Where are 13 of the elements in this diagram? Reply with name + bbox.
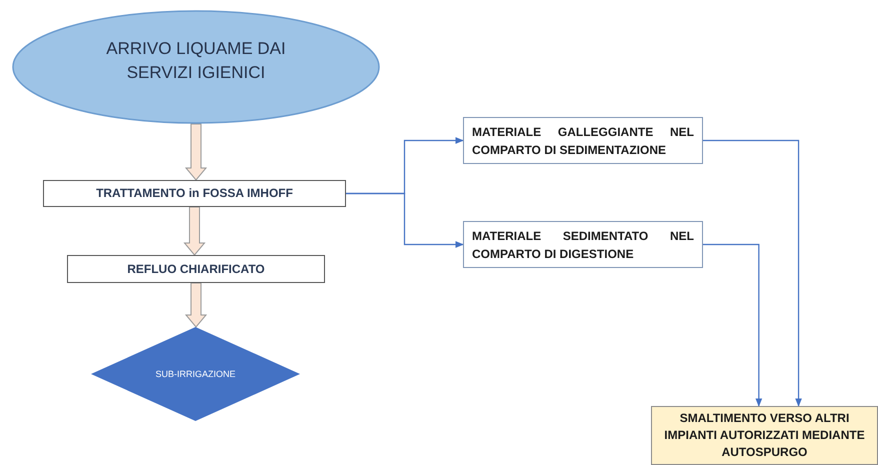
process-box: TRATTAMENTO in FOSSA IMHOFF (43, 180, 346, 207)
process-box: SMALTIMENTO VERSO ALTRI IMPIANTI AUTORIZZATI MEDIANTE AUTOSPURGO (651, 406, 878, 465)
process-box: MATERIALE SEDIMENTATO NEL COMPARTO DI DIGESTIONE (463, 221, 703, 268)
node-label: ARRIVO LIQUAME DAI SERVIZI IGIENICI (105, 38, 287, 84)
arrow (703, 244, 762, 407)
block-arrow (184, 282, 208, 328)
arrow (346, 192, 464, 248)
process-box: MATERIALE GALLEGGIANTE NEL COMPARTO DI SEDIMENTAZIONE (463, 117, 703, 164)
process-box: REFLUO CHIARIFICATO (67, 255, 325, 283)
node-label: SUB-IRRIGAZIONE (154, 369, 236, 379)
arrow (703, 140, 802, 407)
block-arrow (184, 124, 208, 181)
block-arrow (183, 206, 206, 256)
